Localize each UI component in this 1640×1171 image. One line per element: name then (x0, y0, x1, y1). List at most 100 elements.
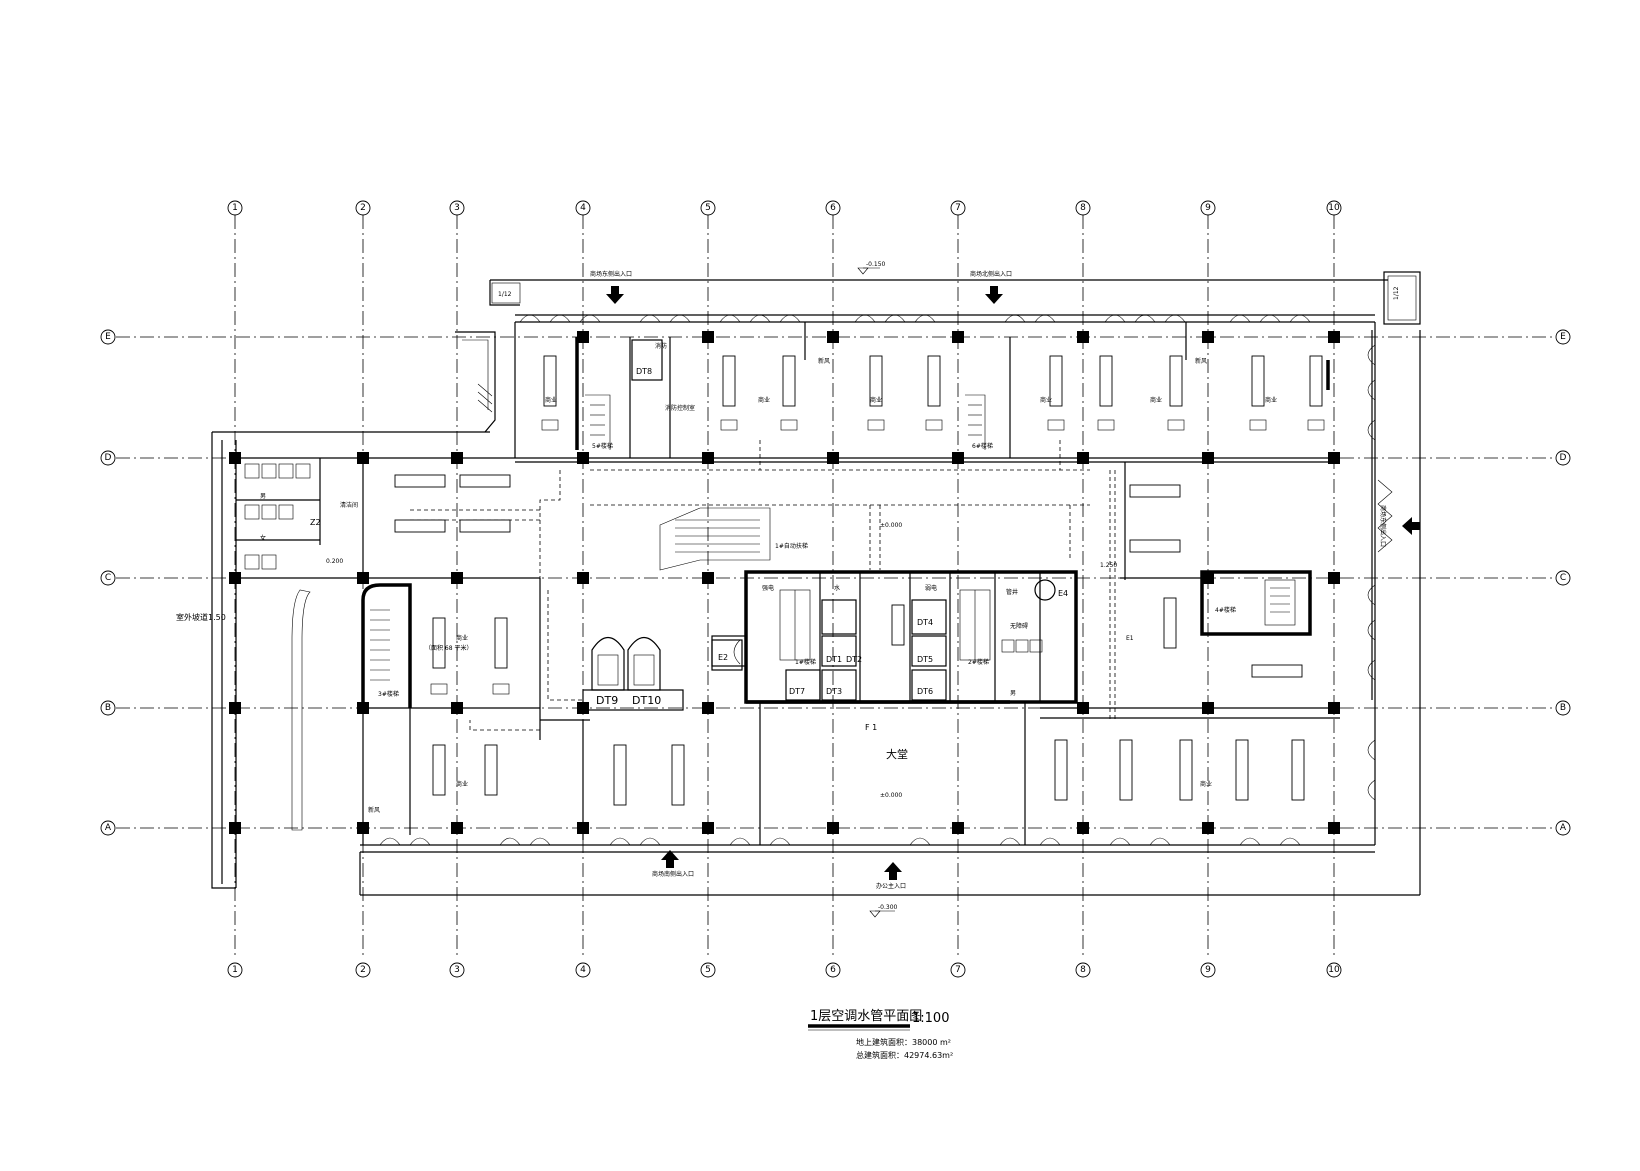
axis-col-5-bottom: 5 (705, 965, 711, 975)
room-water: 水 (834, 584, 840, 592)
elevation-markers: -0.150 -0.300 ±0.000 ±0.000 0.200 1.250 (326, 261, 1117, 918)
elevation-lobby: ±0.000 (880, 792, 902, 799)
axis-col-10-top: 10 (1328, 203, 1340, 213)
building-outline (211, 271, 1421, 896)
room-escalator-1: 1#自动扶梯 (775, 542, 808, 550)
room-shop-n3: 商业 (870, 396, 882, 404)
axis-col-9-top: 9 (1205, 203, 1211, 213)
interior-walls (236, 322, 1340, 845)
elevator-labels: DT1 DT2 DT3 DT4 DT5 DT6 DT7 DT8 DT9 DT10 (596, 367, 933, 707)
entrance-arrows (606, 286, 1420, 880)
entrance-north-1: 商场东侧出入口 (590, 270, 632, 278)
entrance-south-shop: 商场南侧出入口 (652, 870, 694, 878)
room-labels: 商场东侧出入口 商场北侧出入口 商场东侧出入口 商场南侧出入口 办公主入口 商业… (176, 270, 1387, 890)
room-shop-n1: 商业 (545, 396, 557, 404)
north-arches (379, 314, 1393, 846)
room-elec: 强电 (762, 584, 774, 592)
title-block: 1层空调水管平面图 1:100 地上建筑面积：38000 m² 总建筑面积：42… (808, 1009, 953, 1060)
elevation-bottom: -0.300 (878, 904, 898, 911)
room-toilet-m-core: 男 (1010, 690, 1016, 697)
elevator-dt5: DT5 (917, 655, 933, 664)
elevation-right-step: 1.250 (1100, 562, 1117, 569)
room-shop-e1: 商业 (1200, 780, 1212, 788)
axis-col-2-bottom: 2 (360, 965, 366, 975)
axis-col-4-bottom: 4 (580, 965, 586, 975)
room-shop-n2: 商业 (758, 396, 770, 404)
axis-row-e-right: E (1560, 332, 1566, 342)
room-side-ramp: 室外坡道1.50 (176, 612, 226, 622)
elevator-dt1: DT1 (826, 655, 842, 664)
room-toilet-dis: 无障碍 (1010, 622, 1028, 630)
axis-col-9-bottom: 9 (1205, 965, 1211, 975)
tag-e2: E2 (718, 653, 728, 662)
room-shop-w1: 商业 (456, 634, 468, 642)
axis-col-8-top: 8 (1080, 203, 1086, 213)
room-weak: 弱电 (925, 584, 937, 592)
axis-col-4-top: 4 (580, 203, 586, 213)
tags: Z2 E2 E4 1/12 1/12 E1 (310, 286, 1400, 662)
elevation-top: -0.150 (866, 261, 886, 268)
elevation-corridor: ±0.000 (880, 522, 902, 529)
room-shop-w2: 商业 (456, 780, 468, 788)
room-lift-lobby: F 1 (865, 723, 877, 732)
axis-row-e-left: E (105, 332, 111, 342)
room-dt-fire: 消防 (655, 342, 667, 350)
room-fire-control: 消防控制室 (665, 404, 695, 412)
area-line-2: 总建筑面积：42974.63m² (856, 1050, 953, 1060)
room-fresh-air-1: 新风 (818, 357, 830, 365)
room-cleaning: 清洁间 (340, 501, 358, 509)
room-stair-1: 1#楼梯 (795, 658, 816, 666)
room-stair-3: 3#楼梯 (378, 690, 399, 698)
axis-col-1-bottom: 1 (232, 965, 238, 975)
entrance-north-2: 商场北侧出入口 (970, 270, 1012, 278)
drawing-title: 1层空调水管平面图 (810, 1009, 922, 1024)
axis-row-c-right: C (1560, 573, 1566, 583)
axis-col-1-top: 1 (232, 203, 238, 213)
room-stair-5: 5#楼梯 (592, 442, 613, 450)
axis-row-d-right: D (1560, 453, 1567, 463)
room-shop-area: （面积 68 平米） (425, 644, 472, 652)
axis-col-2-top: 2 (360, 203, 366, 213)
elevator-dt4: DT4 (917, 618, 933, 627)
axis-col-10-bottom: 10 (1328, 965, 1340, 975)
elevator-dt7: DT7 (789, 687, 805, 696)
axis-col-3-bottom: 3 (454, 965, 460, 975)
room-lobby: 大堂 (886, 747, 908, 761)
elevation-left-ramp: 0.200 (326, 558, 343, 565)
room-shop-n4: 商业 (1040, 396, 1052, 404)
tag-q12: 1/12 (1393, 286, 1400, 300)
room-well: 管井 (1006, 588, 1018, 596)
tag-z2: Z2 (310, 518, 321, 527)
axis-col-6-bottom: 6 (830, 965, 836, 975)
elevator-dt9: DT9 (596, 694, 618, 707)
axis-row-b-right: B (1560, 703, 1566, 713)
entrance-east: 商场东侧出入口 (1379, 505, 1387, 547)
room-shop-n5: 商业 (1150, 396, 1162, 404)
axis-col-5-top: 5 (705, 203, 711, 213)
room-shop-n6: 商业 (1265, 396, 1277, 404)
entrance-south-main: 办公主入口 (876, 882, 906, 890)
columns (229, 331, 1340, 834)
axis-col-8-bottom: 8 (1080, 965, 1086, 975)
room-fresh-air-3: 新风 (368, 806, 380, 814)
elevator-dt3: DT3 (826, 687, 842, 696)
room-toilet-f: 女 (260, 534, 266, 542)
axis-col-6-top: 6 (830, 203, 836, 213)
room-stair-2: 2#楼梯 (968, 658, 989, 666)
elevator-dt10: DT10 (632, 694, 661, 707)
room-fresh-air-2: 新风 (1195, 357, 1207, 365)
area-line-1: 地上建筑面积：38000 m² (856, 1037, 951, 1047)
tag-e1: E1 (1126, 635, 1134, 642)
axis-col-3-top: 3 (454, 203, 460, 213)
elevator-dt8: DT8 (636, 367, 652, 376)
grid-bubbles: 1 2 3 4 5 6 7 8 9 10 1 2 3 4 5 6 7 8 9 1… (100, 200, 1571, 978)
axis-row-a-right: A (1560, 823, 1567, 833)
elevator-dt6: DT6 (917, 687, 933, 696)
fan-coil-units (394, 355, 1325, 806)
axis-row-b-left: B (105, 703, 111, 713)
axis-col-7-top: 7 (955, 203, 961, 213)
axis-row-d-left: D (105, 453, 112, 463)
axis-col-7-bottom: 7 (955, 965, 961, 975)
elevator-dt2: DT2 (846, 655, 862, 664)
